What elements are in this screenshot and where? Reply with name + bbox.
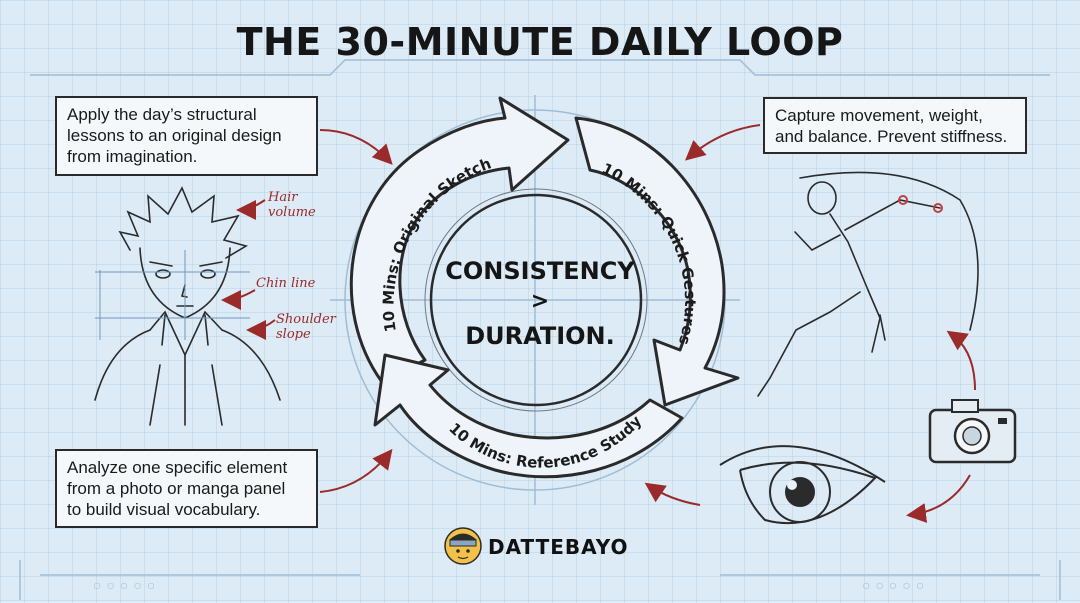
guide-lines: [95, 250, 250, 340]
decor-dots-right: ○○○○○: [862, 577, 930, 593]
cycle-arrow-reference-study: [373, 353, 684, 479]
center-text-greater-than: >: [530, 289, 550, 314]
gesture-figure-sketch: [757, 171, 979, 397]
brand-logo-icon: [444, 527, 482, 565]
decor-dots-left: ○○○○○: [93, 577, 161, 593]
camera-icon: [928, 399, 1017, 464]
note-line: Capture movement, weight,: [775, 106, 983, 125]
connector-arrows: [221, 124, 976, 523]
annotation-line: slope: [276, 327, 311, 342]
character-sketch: [94, 186, 281, 426]
cycle-arrow-original-sketch: [349, 96, 570, 384]
annotation-line: Shoulder: [276, 312, 336, 327]
annotation-line: Hair: [268, 190, 298, 205]
note-line: from a photo or manga panel: [67, 479, 286, 498]
annotation-hair-volume: Hair volume: [268, 190, 316, 220]
note-line: and balance. Prevent stiffness.: [775, 127, 1008, 146]
joint-marker-icon: [933, 203, 943, 213]
annotation-shoulder-slope: Shoulder slope: [276, 312, 336, 342]
note-line: lessons to an original design: [67, 126, 282, 145]
note-reference-study: Analyze one specific element from a phot…: [55, 449, 318, 528]
note-original-sketch: Apply the day’s structural lessons to an…: [55, 96, 318, 176]
annotation-chin-line: Chin line: [256, 276, 316, 291]
note-line: Apply the day’s structural: [67, 105, 257, 124]
joint-marker-icon: [898, 195, 908, 205]
center-text-consistency: CONSISTENCY: [445, 257, 635, 285]
cycle-arrows: [349, 96, 740, 479]
note-line: from imagination.: [67, 147, 198, 166]
brand-name: DATTEBAYO: [488, 535, 629, 559]
note-quick-gestures: Capture movement, weight, and balance. P…: [763, 97, 1027, 154]
note-line: Analyze one specific element: [67, 458, 288, 477]
page-title: THE 30-MINUTE DAILY LOOP: [236, 20, 844, 64]
center-ring-outline: [424, 188, 648, 412]
annotation-line: volume: [268, 205, 316, 220]
note-line: to build visual vocabulary.: [67, 500, 261, 519]
eye-sketch: [719, 445, 886, 524]
center-ring: [429, 193, 643, 407]
center-text-duration: DURATION.: [465, 322, 615, 350]
cycle-arrow-quick-gestures: [574, 116, 740, 407]
